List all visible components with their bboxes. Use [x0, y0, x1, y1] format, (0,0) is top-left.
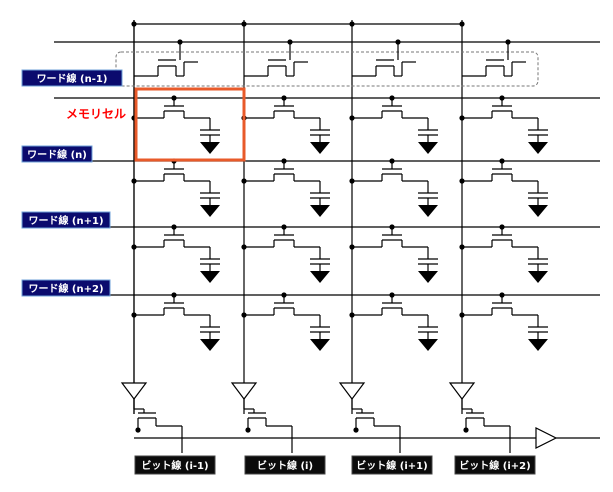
- ground-symbol: [310, 339, 330, 351]
- junction-dot: [131, 312, 137, 318]
- junction-dot: [241, 312, 247, 318]
- junction-dot: [131, 178, 137, 184]
- memory-cell: [241, 224, 330, 283]
- junction-dot: [349, 115, 355, 121]
- ground-symbol: [310, 271, 330, 283]
- junction-dot: [459, 244, 465, 250]
- memory-cell: [131, 224, 220, 283]
- junction-dot: [459, 312, 465, 318]
- sense-amp-icon: [230, 382, 258, 400]
- ground-symbol: [310, 205, 330, 217]
- sense-amp-icon: [120, 382, 148, 400]
- ground-symbol: [310, 142, 330, 154]
- ground-symbol: [200, 339, 220, 351]
- ground-symbol: [528, 142, 548, 154]
- word-line-label-box: [21, 211, 111, 229]
- bit-line-label-box: [134, 455, 216, 475]
- word-line-label-box: [21, 279, 111, 297]
- memory-cell: [131, 158, 220, 217]
- sense-amp-icon: [448, 382, 476, 400]
- junction-dot: [241, 244, 247, 250]
- junction-dot: [241, 178, 247, 184]
- bit-line-label: ビット線 (i+2): [459, 459, 530, 472]
- memory-cell: [349, 292, 438, 351]
- ground-symbol: [200, 205, 220, 217]
- memory-cell: [131, 95, 220, 154]
- ground-symbol: [528, 271, 548, 283]
- memory-cell: [459, 95, 548, 154]
- memory-cell: [349, 158, 438, 217]
- labels: ワード線 (n-1) ワード線 (n) ワード線 (n+1) ワード線 (n+2) ビッ…: [21, 69, 536, 475]
- memory-cell: [349, 224, 438, 283]
- word-line-label-box: [21, 69, 123, 87]
- memory-cell: [459, 292, 548, 351]
- ground-symbol: [200, 142, 220, 154]
- junction-dot: [353, 427, 359, 433]
- word-line-label: ワード線 (n+2): [28, 282, 103, 295]
- word-line-label: ワード線 (n-1): [37, 72, 108, 85]
- memory-cell: [241, 95, 330, 154]
- word-line-label-box: [21, 145, 93, 163]
- memory-cell: [241, 158, 330, 217]
- junction-dot: [349, 312, 355, 318]
- memory-cell: [131, 292, 220, 351]
- ground-symbol: [418, 271, 438, 283]
- memory-cell: [459, 158, 548, 217]
- bit-line-label: ビット線 (i-1): [141, 459, 208, 472]
- word-line-label: ワード線 (n+1): [28, 214, 103, 227]
- junction-dot: [245, 427, 251, 433]
- junction-dot: [131, 244, 137, 250]
- dashed-enclosure: [115, 51, 539, 87]
- junction-dot: [135, 427, 141, 433]
- sense-amp-icon: [338, 382, 366, 400]
- ground-symbol: [418, 142, 438, 154]
- junction-dot: [349, 244, 355, 250]
- ground-symbol: [528, 205, 548, 217]
- junction-dot: [349, 178, 355, 184]
- memory-cell: [349, 95, 438, 154]
- memory-cells: [131, 39, 548, 351]
- memory-cell-label: メモリセル: [66, 107, 126, 121]
- junction-dot: [459, 178, 465, 184]
- bit-line-label-box: [351, 455, 433, 475]
- output-buffer-icon: [535, 427, 558, 449]
- word-line-label: ワード線 (n): [27, 148, 87, 161]
- junction-dot: [459, 115, 465, 121]
- memory-cell: [241, 292, 330, 351]
- circuit-wires: [54, 20, 600, 453]
- ground-symbol: [418, 205, 438, 217]
- bit-line-label: ビット線 (i): [257, 459, 313, 472]
- bit-line-label: ビット線 (i+1): [356, 459, 427, 472]
- bit-line-label-box: [454, 455, 536, 475]
- memory-cell: [459, 224, 548, 283]
- junction-dot: [463, 427, 469, 433]
- ground-symbol: [528, 339, 548, 351]
- ground-symbol: [418, 339, 438, 351]
- memory-cell-highlight: [134, 87, 246, 162]
- ground-symbol: [200, 271, 220, 283]
- bit-line-label-box: [244, 455, 326, 475]
